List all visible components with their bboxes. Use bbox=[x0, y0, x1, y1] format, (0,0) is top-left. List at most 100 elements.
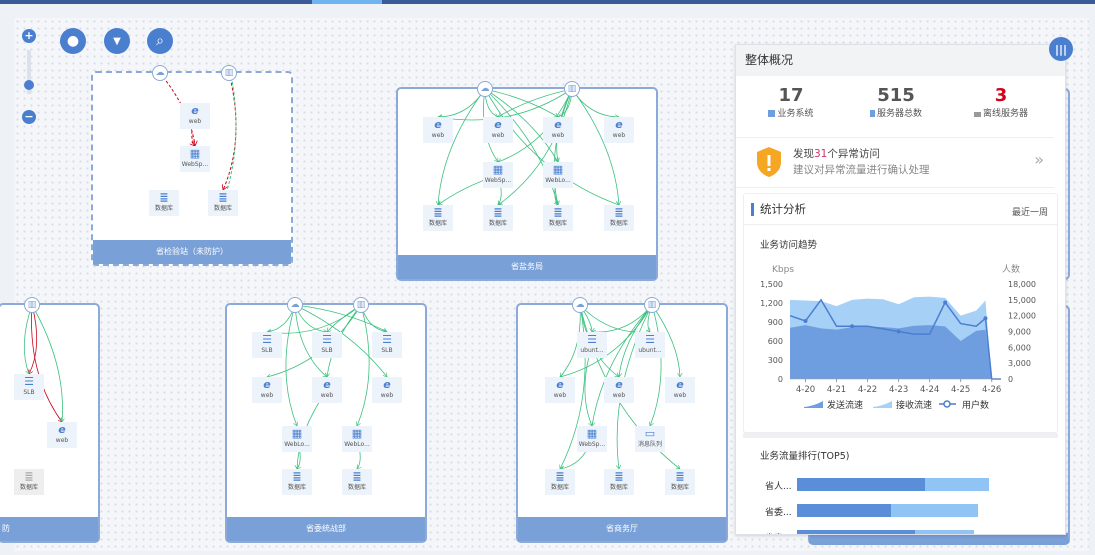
normal-link[interactable] bbox=[484, 88, 558, 118]
normal-link[interactable] bbox=[438, 88, 573, 121]
ranking-row[interactable]: 省案... bbox=[743, 530, 1058, 534]
normal-link[interactable] bbox=[651, 304, 680, 377]
message-queue-node[interactable]: ▭消息队列 bbox=[635, 426, 665, 452]
layout-toggle-button[interactable]: ||| bbox=[1049, 37, 1073, 61]
ranking-row[interactable]: 省委... bbox=[743, 504, 1058, 518]
user-count-point[interactable] bbox=[850, 324, 855, 329]
normal-link[interactable] bbox=[357, 304, 370, 426]
search-button[interactable]: ⌕ bbox=[147, 28, 173, 54]
normal-link[interactable] bbox=[23, 304, 33, 374]
zoom-slider-handle[interactable] bbox=[24, 80, 34, 90]
user-count-point[interactable] bbox=[983, 316, 988, 321]
normal-link[interactable] bbox=[484, 88, 558, 205]
database-node[interactable]: ≣数据库 bbox=[208, 190, 238, 216]
normal-link[interactable] bbox=[438, 88, 486, 205]
cloud-icon[interactable]: ☁ bbox=[152, 65, 168, 81]
legend-label[interactable]: 发送流速 bbox=[827, 399, 863, 411]
load-balancer-node[interactable]: ☰SLB bbox=[252, 332, 282, 358]
building-icon[interactable]: ▥ bbox=[353, 297, 369, 313]
send-bar[interactable] bbox=[797, 530, 915, 534]
app-server-node[interactable]: ▦WebSp... bbox=[180, 146, 210, 172]
normal-link[interactable] bbox=[294, 304, 387, 332]
normal-link[interactable] bbox=[619, 304, 653, 377]
anomaly-alert[interactable]: 发现31个异常访问 建议对异常流量进行确认处理 » bbox=[736, 137, 1054, 188]
normal-link[interactable] bbox=[560, 304, 581, 377]
normal-link[interactable] bbox=[31, 304, 63, 422]
normal-link[interactable] bbox=[498, 88, 573, 205]
cloud-icon[interactable]: ☁ bbox=[287, 297, 303, 313]
tag-button[interactable]: ● bbox=[60, 28, 86, 54]
database-node[interactable]: ≣数据库 bbox=[149, 190, 179, 216]
load-balancer-node[interactable]: ☰SLB bbox=[372, 332, 402, 358]
app-server-node[interactable]: ▦WebLo... bbox=[282, 426, 312, 452]
load-balancer-node[interactable]: ☰SLB bbox=[14, 374, 44, 400]
normal-link[interactable] bbox=[484, 88, 619, 205]
app-server-node[interactable]: ▦WebLo... bbox=[543, 162, 573, 188]
building-icon[interactable]: ▥ bbox=[221, 65, 237, 81]
database-node[interactable]: ≣数据库 bbox=[342, 469, 372, 495]
normal-link[interactable] bbox=[484, 88, 558, 162]
cloud-icon[interactable]: ☁ bbox=[477, 81, 493, 97]
filter-dropdown-button[interactable]: ▼ bbox=[104, 28, 130, 54]
normal-link[interactable] bbox=[571, 88, 619, 205]
receive-bar[interactable] bbox=[891, 504, 978, 517]
double-chevron-right-icon[interactable]: » bbox=[1034, 150, 1044, 169]
panel-title[interactable]: 省检验站（未防护） bbox=[93, 240, 291, 264]
building-icon[interactable]: ▥ bbox=[564, 81, 580, 97]
building-icon[interactable]: ▥ bbox=[644, 297, 660, 313]
database-node[interactable]: ≣数据库 bbox=[282, 469, 312, 495]
panel-title[interactable]: 省委统战部 bbox=[227, 517, 425, 541]
app-server-node[interactable]: ▦WebSp... bbox=[483, 162, 513, 188]
abnormal-link[interactable] bbox=[223, 72, 237, 190]
zoom-out-button[interactable]: − bbox=[22, 110, 36, 124]
normal-link[interactable] bbox=[560, 304, 653, 377]
legend-label[interactable]: 用户数 bbox=[962, 399, 989, 411]
user-count-point[interactable] bbox=[803, 318, 808, 323]
user-count-point[interactable] bbox=[943, 300, 948, 305]
database-node[interactable]: ≣数据库 bbox=[14, 469, 44, 495]
time-range-selector[interactable]: 最近一周 bbox=[1011, 208, 1048, 218]
database-node[interactable]: ≣数据库 bbox=[604, 205, 634, 231]
zoom-in-button[interactable]: + bbox=[22, 29, 36, 43]
receive-bar[interactable] bbox=[915, 530, 974, 534]
ranking-row[interactable]: 省人... bbox=[743, 478, 1058, 492]
normal-link[interactable] bbox=[592, 304, 653, 426]
normal-link[interactable] bbox=[650, 304, 662, 426]
database-node[interactable]: ≣数据库 bbox=[483, 205, 513, 231]
cloud-icon[interactable]: ☁ bbox=[572, 297, 588, 313]
legend-label[interactable]: 接收流速 bbox=[896, 399, 932, 411]
normal-link[interactable] bbox=[498, 88, 573, 162]
app-server-node[interactable]: ▦WebLo... bbox=[342, 426, 372, 452]
database-node[interactable]: ≣数据库 bbox=[423, 205, 453, 231]
load-balancer-node[interactable]: ☰ubunt... bbox=[635, 332, 665, 358]
normal-link[interactable] bbox=[579, 304, 650, 332]
normal-link[interactable] bbox=[560, 304, 586, 469]
normal-link[interactable] bbox=[267, 304, 362, 333]
load-balancer-node[interactable]: ☰ubunt... bbox=[577, 332, 607, 358]
normal-link[interactable] bbox=[498, 88, 573, 118]
zoom-slider[interactable] bbox=[24, 50, 34, 94]
normal-link[interactable] bbox=[294, 304, 327, 377]
send-bar[interactable] bbox=[797, 478, 925, 491]
database-node[interactable]: ≣数据库 bbox=[545, 469, 575, 495]
building-icon[interactable]: ▥ bbox=[24, 297, 40, 313]
database-node[interactable]: ≣数据库 bbox=[543, 205, 573, 231]
app-server-node[interactable]: ▦WebSp... bbox=[577, 426, 607, 452]
panel-title[interactable]: 省盐务局 bbox=[398, 255, 656, 279]
